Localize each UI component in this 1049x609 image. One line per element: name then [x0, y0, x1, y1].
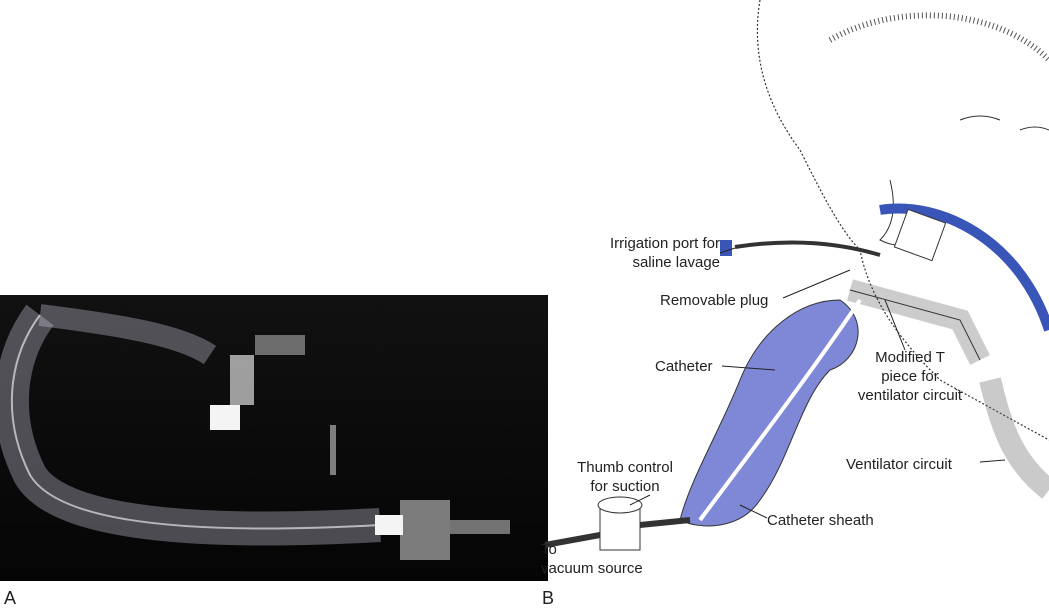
catheter-photo-drawing — [0, 304, 510, 560]
label-line: for suction — [590, 478, 660, 495]
label-modified-t-piece: Modified T piece for ventilator circuit — [845, 348, 975, 405]
label-removable-plug: Removable plug — [660, 292, 769, 309]
label-irrigation-port: Irrigation port for saline lavage — [560, 234, 720, 272]
label-line: vacuum source — [541, 560, 643, 577]
panel-label-a: A — [4, 588, 17, 608]
label-line: Modified T — [875, 349, 945, 366]
label-line: Irrigation port for — [609, 235, 720, 252]
label-line: saline lavage — [632, 254, 720, 271]
tube-strap — [879, 203, 1049, 332]
label-vacuum-source: To vacuum source — [541, 540, 643, 578]
label-line: piece for — [881, 368, 939, 385]
label-catheter-sheath: Catheter sheath — [767, 512, 874, 529]
label-catheter: Catheter — [655, 358, 713, 375]
label-thumb-control: Thumb control for suction — [570, 458, 680, 496]
label-line: ventilator circuit — [857, 387, 963, 404]
label-line: Thumb control — [577, 459, 673, 476]
catheter-sheath-shape — [679, 299, 859, 527]
panel-label-b: B — [542, 588, 555, 608]
label-ventilator-circuit: Ventilator circuit — [846, 456, 952, 473]
label-line: To — [541, 541, 557, 558]
closed-suction-catheter-photo — [0, 295, 548, 581]
